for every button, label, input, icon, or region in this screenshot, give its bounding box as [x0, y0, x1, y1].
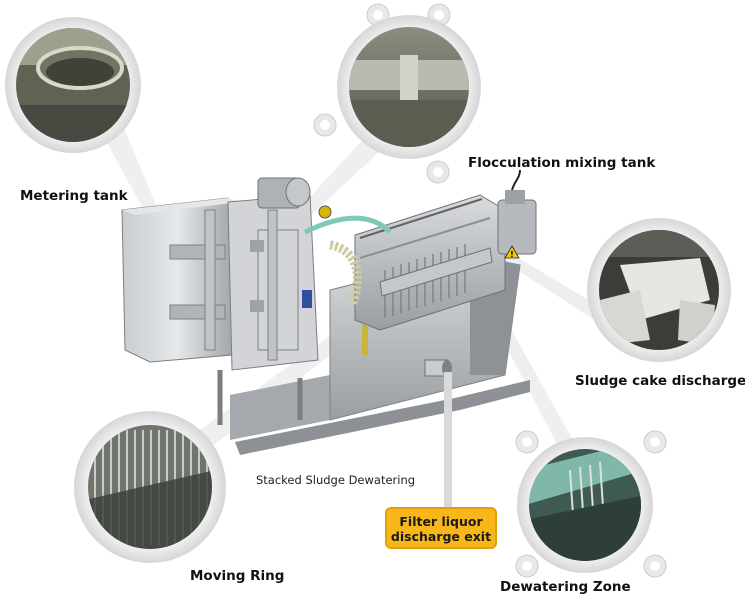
callout-flocculation-tank	[313, 3, 481, 184]
filter-liquor-line2: discharge exit	[390, 529, 492, 544]
callout-moving-ring	[74, 411, 226, 563]
callout-dewatering-zone	[515, 430, 667, 578]
label-moving-ring: Moving Ring	[190, 568, 285, 584]
svg-text:!: !	[510, 250, 514, 259]
pointer-metering	[100, 118, 160, 218]
warning-triangle-icon: !	[504, 245, 520, 259]
label-sludge-cake: Sludge cake discharge	[575, 373, 745, 389]
label-metering-tank: Metering tank	[20, 188, 128, 204]
diagram-caption: Stacked Sludge Dewatering	[256, 473, 416, 487]
base-rail	[235, 380, 530, 455]
screw-tube	[379, 247, 493, 297]
green-hose	[303, 215, 392, 235]
flex-hose	[328, 240, 362, 307]
drive-motor	[497, 199, 537, 255]
callout-sludge-cake	[587, 218, 731, 362]
label-flocculation-tank: Flocculation mixing tank	[468, 155, 656, 171]
pointer-sludge-cake	[505, 252, 610, 330]
filter-liquor-line1: Filter liquor	[399, 514, 483, 529]
dewatering-machine: !	[121, 169, 537, 455]
label-dewatering-zone: Dewatering Zone	[500, 579, 631, 595]
filter-liquor-tag: Filter liquor discharge exit	[385, 507, 497, 549]
callout-metering-tank	[5, 17, 141, 153]
pointer-flocculation	[296, 132, 392, 220]
base-frame	[230, 375, 330, 440]
